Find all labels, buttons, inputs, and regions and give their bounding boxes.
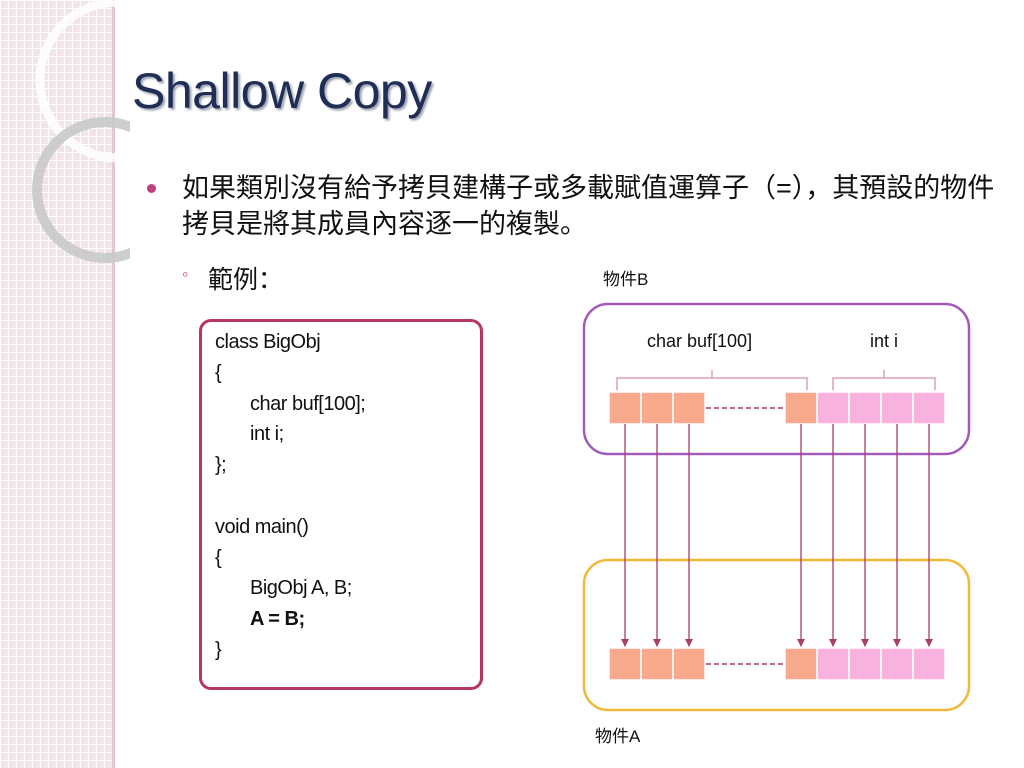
code-line: }; — [215, 454, 227, 477]
object-b-box — [582, 302, 971, 456]
sub-bullet-text: 範例： — [208, 266, 284, 294]
object-a-cell-buf — [608, 647, 642, 681]
object-a-cell-buf — [640, 647, 674, 681]
code-line: class BigObj — [215, 331, 321, 353]
object-b-cells — [608, 391, 946, 425]
bullet-text: 如果類別沒有給予拷貝建構子或多載賦值運算子（=），其預設的物件拷貝是將其成員內容… — [182, 173, 995, 239]
object-b-cell-buf — [608, 391, 642, 425]
object-b-cell-buf — [784, 391, 818, 425]
object-a-cell-buf — [784, 647, 818, 681]
object-a-label: 物件A — [595, 727, 641, 746]
object-b-cell-buf — [640, 391, 674, 425]
sub-bullet-marker: ◦ — [182, 264, 189, 284]
object-b-cell-int — [816, 391, 850, 425]
object-b-cell-int — [912, 391, 946, 425]
object-a-cells — [608, 647, 946, 681]
sidebar-edge — [112, 0, 115, 768]
int-label: int i — [870, 331, 899, 351]
object-b-cell-int — [848, 391, 882, 425]
code-line: void main() — [215, 515, 309, 538]
object-b-cell-buf — [672, 391, 706, 425]
object-a-cell-int — [816, 647, 850, 681]
object-a-cell-int — [880, 647, 914, 681]
buf-label: char buf[100] — [647, 331, 753, 351]
code-line: { — [215, 361, 222, 384]
decorative-circles — [32, 0, 130, 263]
slide-title: Shallow Copy — [132, 63, 432, 119]
copy-arrows — [621, 424, 933, 647]
code-block: class BigObj { char buf[100]; int i; }; … — [215, 327, 366, 666]
object-a-cell-buf — [672, 647, 706, 681]
code-line: { — [215, 546, 222, 569]
code-line: int i; — [250, 423, 284, 446]
code-line: } — [215, 638, 222, 661]
bullet-dot — [147, 184, 156, 193]
buf-brace — [616, 370, 808, 390]
code-line-assignment: A = B; — [250, 608, 305, 631]
code-box — [199, 319, 483, 690]
object-b-cell-int — [880, 391, 914, 425]
object-a-cell-int — [848, 647, 882, 681]
int-brace — [832, 370, 936, 390]
object-a-box — [582, 558, 971, 712]
code-line: BigObj A, B; — [250, 577, 352, 600]
code-line: char buf[100]; — [250, 392, 366, 415]
object-b-label: 物件B — [603, 270, 649, 289]
object-a-cell-int — [912, 647, 946, 681]
